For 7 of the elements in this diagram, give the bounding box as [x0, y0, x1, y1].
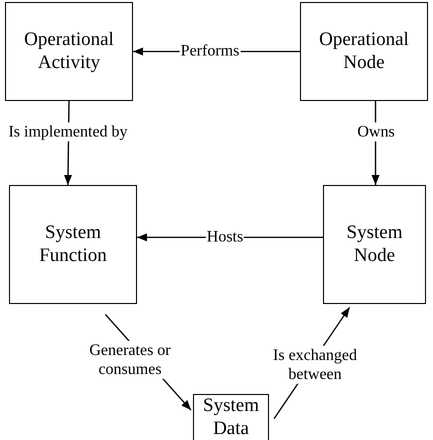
edge-label: Owns [356, 122, 396, 142]
entity-box: Operational Activity [5, 2, 133, 101]
entity-box: System Function [9, 185, 137, 304]
entity-box: System Node [323, 185, 426, 304]
entity-box: System Data [193, 394, 269, 440]
entity-box: Operational Node [300, 2, 428, 101]
edge-label: Is implemented by [7, 122, 129, 142]
